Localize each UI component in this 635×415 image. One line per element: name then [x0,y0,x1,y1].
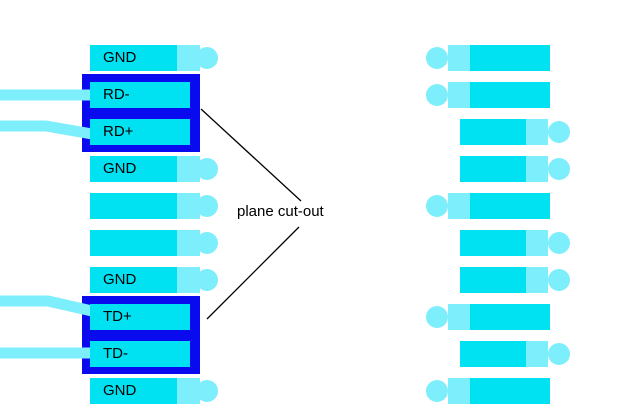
via-band [177,45,200,71]
via-band [177,193,200,219]
via [196,158,218,180]
via-band [526,267,548,293]
pad [460,156,548,182]
pad [448,378,550,404]
pad [448,82,550,108]
pad [460,230,548,256]
signal-pad: TD+ [90,304,190,330]
via-band [177,267,200,293]
via [426,84,448,106]
pad: GND [90,267,200,293]
pad [460,341,548,367]
pad-label: GND [103,49,137,66]
via [196,269,218,291]
via [426,47,448,69]
pad [448,193,550,219]
pad: GND [90,156,200,182]
annotation-label: plane cut-out [237,203,324,220]
pad: GND [90,45,200,71]
pad-label: TD- [103,345,128,362]
via-band [448,378,470,404]
pad-label: TD+ [103,308,132,325]
via [548,269,570,291]
pad: GND [90,378,200,404]
trace [0,120,93,140]
via-band [448,82,470,108]
via [196,195,218,217]
via [548,121,570,143]
via [548,158,570,180]
via-band [448,45,470,71]
pad [460,267,548,293]
via [426,195,448,217]
leader-line-rd-cutout [200,108,302,202]
via-band [526,119,548,145]
via [426,380,448,402]
signal-pad: RD+ [90,119,190,145]
via-band [448,304,470,330]
via [196,47,218,69]
leader-line-td-cutout [206,226,300,320]
pad-label: GND [103,271,137,288]
via [548,343,570,365]
via-band [177,156,200,182]
pad [460,119,548,145]
pad [448,304,550,330]
pad [90,230,200,256]
pad-label: GND [103,160,137,177]
pad [90,193,200,219]
pad-label: RD- [103,86,130,103]
via [196,232,218,254]
via-band [177,230,200,256]
via [426,306,448,328]
via-band [177,378,200,404]
via [196,380,218,402]
via-band [526,341,548,367]
via-band [448,193,470,219]
signal-pad: TD- [90,341,190,367]
via-band [526,230,548,256]
signal-pad: RD- [90,82,190,108]
trace [0,295,94,317]
via [548,232,570,254]
pad-label: RD+ [103,123,134,140]
via-band [526,156,548,182]
pad [448,45,550,71]
pad-label: GND [103,382,137,399]
